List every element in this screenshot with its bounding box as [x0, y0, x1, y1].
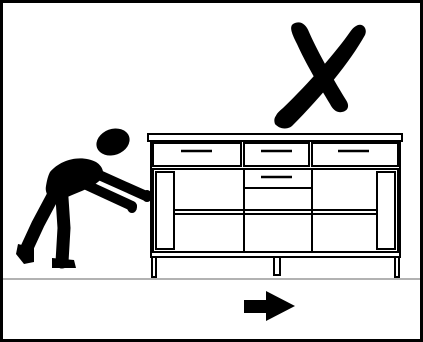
sideboard-icon	[147, 133, 403, 278]
arrow-right-icon	[244, 291, 295, 321]
x-mark-icon	[274, 22, 366, 129]
person-pushing-icon	[16, 128, 152, 269]
